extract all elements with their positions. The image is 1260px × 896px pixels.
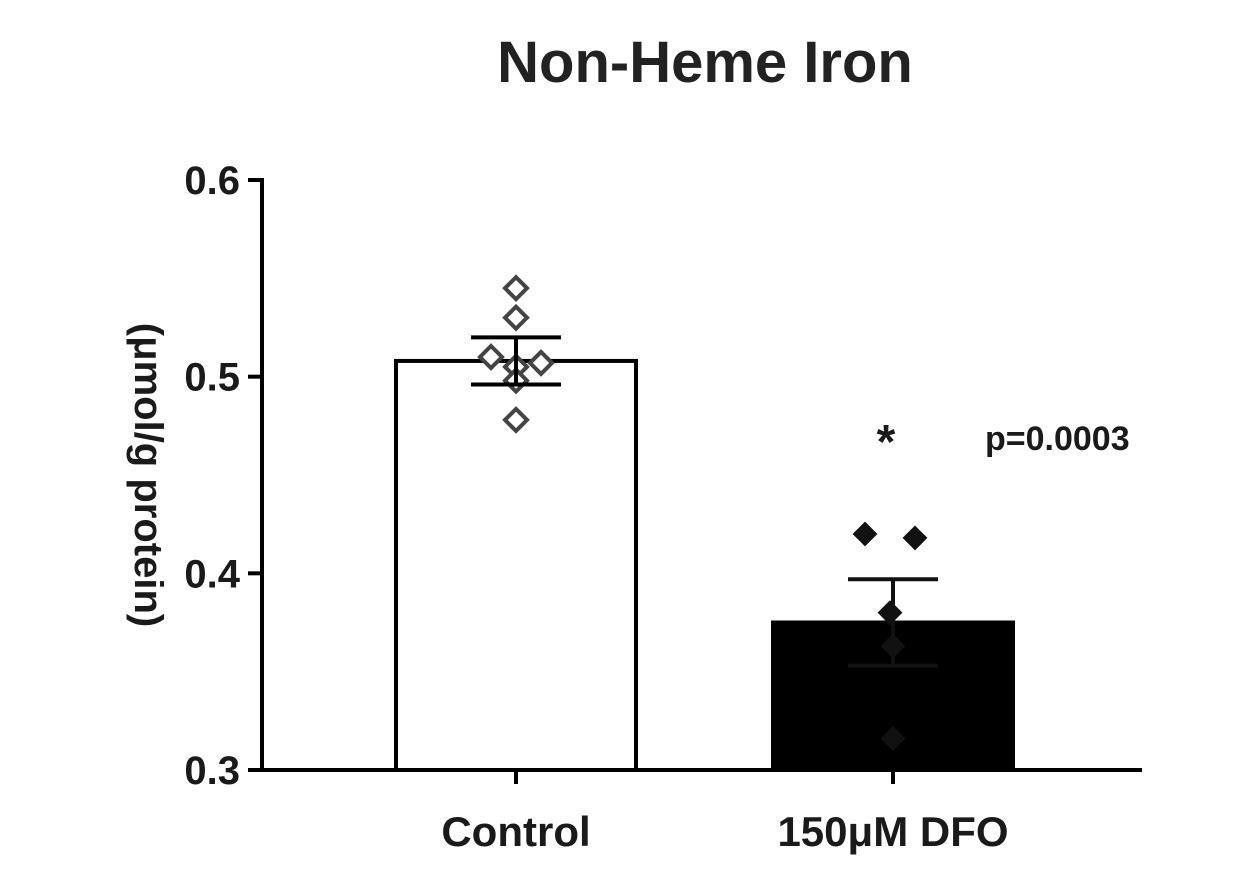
y-axis-label: (μmol/g protein) <box>126 323 170 627</box>
data-point-1-1 <box>902 525 928 551</box>
y-tick-label-3: 0.6 <box>184 159 240 203</box>
data-point-1-0 <box>852 521 878 547</box>
x-tick-label-1: 150μM DFO <box>777 808 1008 855</box>
y-tick-label-1: 0.4 <box>184 552 240 596</box>
p-value-label: p=0.0003 <box>985 420 1130 458</box>
significance-marker: * <box>877 416 896 469</box>
y-tick-label-2: 0.5 <box>184 356 240 400</box>
y-tick-label-0: 0.3 <box>184 749 240 793</box>
data-point-0-6 <box>502 406 530 434</box>
data-point-0-4 <box>527 349 555 377</box>
data-point-1-2 <box>877 600 903 626</box>
x-tick-label-0: Control <box>441 808 590 855</box>
data-point-0-2 <box>477 343 505 371</box>
data-point-0-1 <box>502 303 530 332</box>
data-point-0-0 <box>502 274 530 302</box>
data-point-1-4 <box>880 726 906 751</box>
chart-title: Non-Heme Iron <box>497 30 913 95</box>
